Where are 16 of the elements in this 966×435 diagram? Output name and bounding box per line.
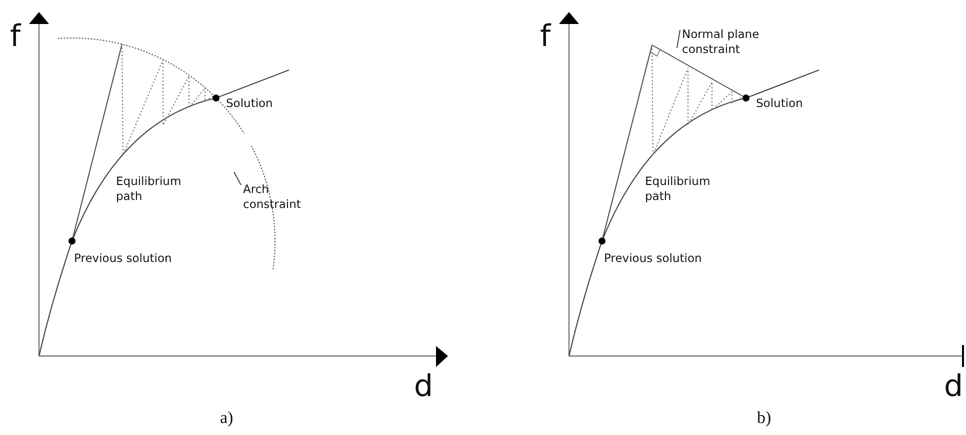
leader-line: [234, 172, 242, 186]
axis-label: f: [540, 22, 551, 52]
constraint-label: Arch constraint: [243, 182, 323, 212]
curve-label: Solution: [756, 96, 803, 111]
curve-label: Equilibrium path: [645, 174, 712, 204]
curve-label: Equilibrium path: [116, 174, 182, 204]
panel-label: a): [220, 410, 234, 425]
axis-label: d: [944, 372, 964, 402]
curve-label: Previous solution: [604, 251, 702, 266]
panel-label: b): [757, 410, 772, 425]
curve-label: Solution: [226, 96, 273, 111]
curve-label: Previous solution: [74, 251, 172, 266]
axis-label: f: [10, 22, 21, 52]
axis-label: d: [414, 372, 434, 402]
leader-line: [676, 30, 680, 48]
constraint-label: Normal plane constraint: [682, 27, 762, 57]
